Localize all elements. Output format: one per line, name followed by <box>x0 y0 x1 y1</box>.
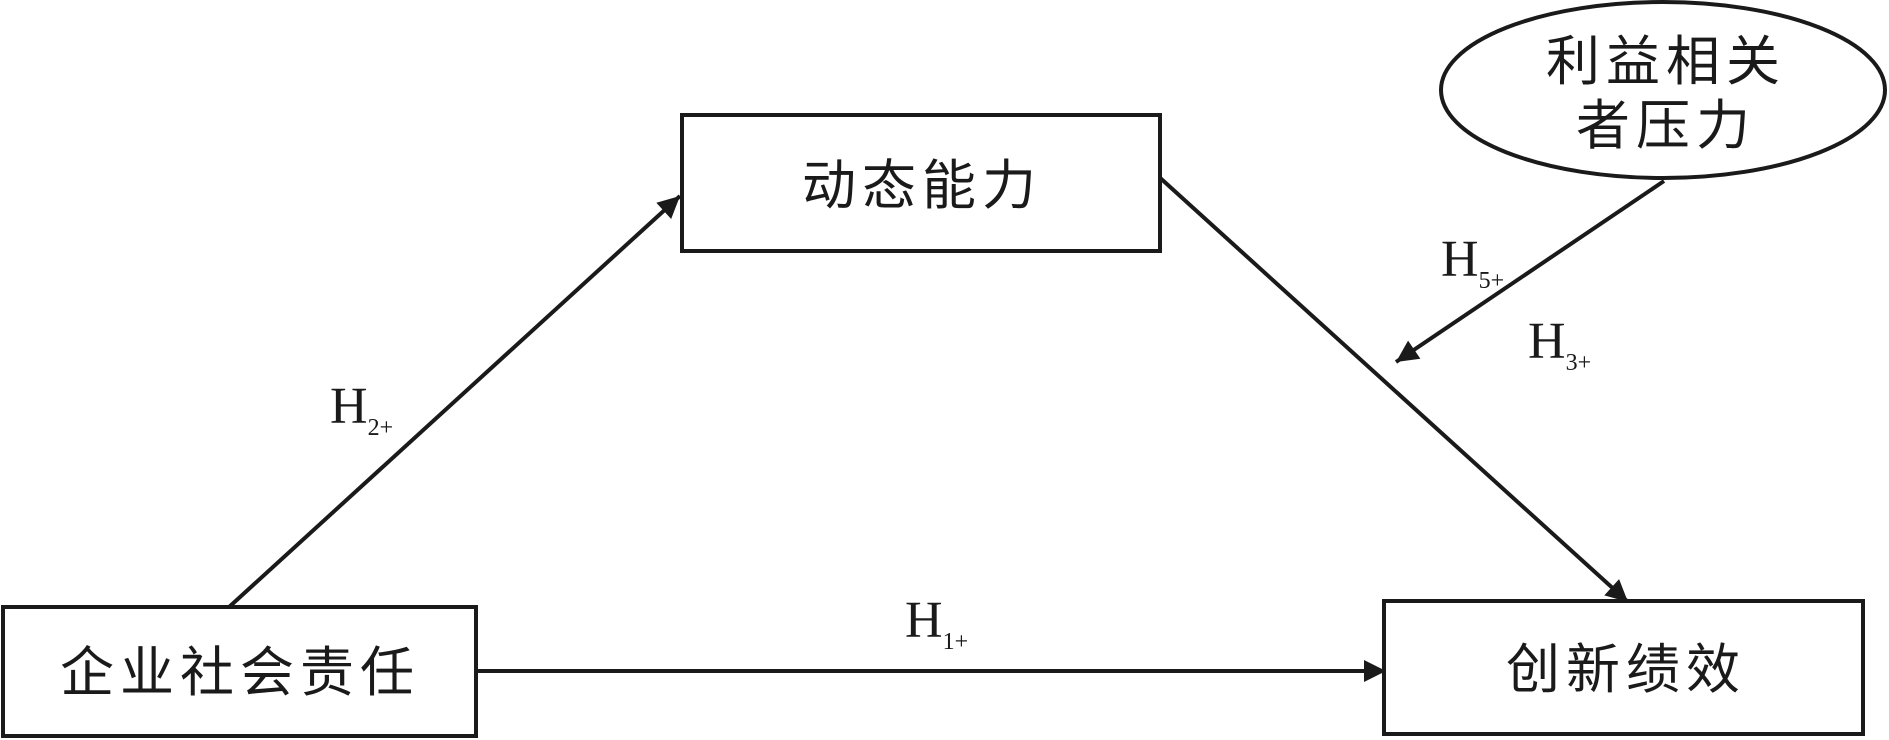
node-stakeholder-pressure-ellipse <box>1439 0 1887 180</box>
arrow-csr-to-dynamic-capability <box>226 194 682 610</box>
hypothesis-h3-label: H3+ <box>1528 313 1591 376</box>
arrow-stakeholder-pressure-moderation <box>1394 179 1666 364</box>
node-stakeholder-pressure-line1: 利益相关 <box>1546 30 1786 93</box>
node-innovation-performance: 创新绩效 <box>1382 599 1865 736</box>
hypothesis-h2-label: H2+ <box>330 378 393 441</box>
node-csr: 企业社会责任 <box>1 605 478 738</box>
arrow-dynamic-capability-to-innovation <box>1156 174 1630 604</box>
node-dynamic-capability: 动态能力 <box>680 113 1162 253</box>
node-innovation-performance-label: 创新绩效 <box>1506 638 1746 701</box>
node-innovation-performance-box <box>1382 599 1865 736</box>
node-dynamic-capability-label: 动态能力 <box>802 154 1042 217</box>
hypothesis-h1-label: H1+ <box>905 592 968 655</box>
node-stakeholder-pressure-line2: 者压力 <box>1576 94 1756 157</box>
node-csr-label: 企业社会责任 <box>60 641 420 704</box>
node-stakeholder-pressure: 利益相关 者压力 <box>1439 0 1887 180</box>
node-dynamic-capability-box <box>680 113 1162 253</box>
hypothesis-h5-label: H5+ <box>1441 231 1504 294</box>
node-csr-box <box>1 605 478 738</box>
